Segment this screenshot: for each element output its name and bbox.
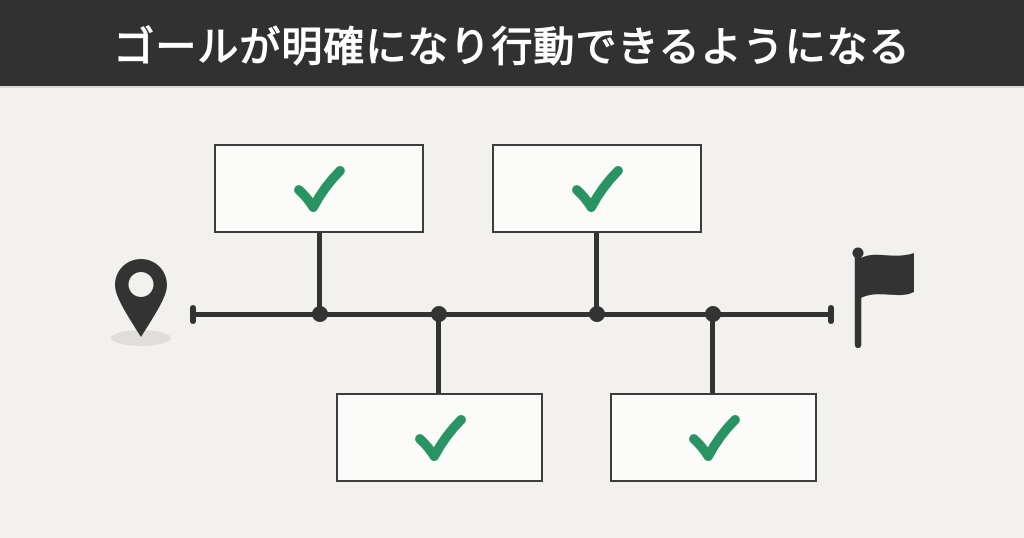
map-pin-icon xyxy=(115,259,167,337)
timeline-node xyxy=(312,306,328,322)
connector-line xyxy=(710,314,715,394)
header-banner: ゴールが明確になり行動できるようになる xyxy=(0,0,1024,88)
milestone-box xyxy=(492,144,702,233)
check-icon xyxy=(572,165,623,212)
check-icon xyxy=(688,414,740,461)
timeline-start-cap xyxy=(190,305,196,324)
milestone-box xyxy=(214,144,424,233)
connector-line xyxy=(317,230,322,315)
goal-flag-icon xyxy=(852,247,914,348)
timeline-node xyxy=(705,306,721,322)
pin-shadow xyxy=(111,330,171,346)
timeline-node xyxy=(589,306,605,322)
milestone-box xyxy=(610,393,817,482)
page-title: ゴールが明確になり行動できるようになる xyxy=(113,24,911,70)
milestone-box xyxy=(336,393,543,482)
check-icon xyxy=(414,414,466,461)
connector-line xyxy=(436,314,441,394)
timeline-end-cap xyxy=(828,305,834,324)
timeline-line xyxy=(193,312,833,317)
timeline-node xyxy=(431,306,447,322)
check-icon xyxy=(294,165,345,212)
connector-line xyxy=(594,230,599,315)
